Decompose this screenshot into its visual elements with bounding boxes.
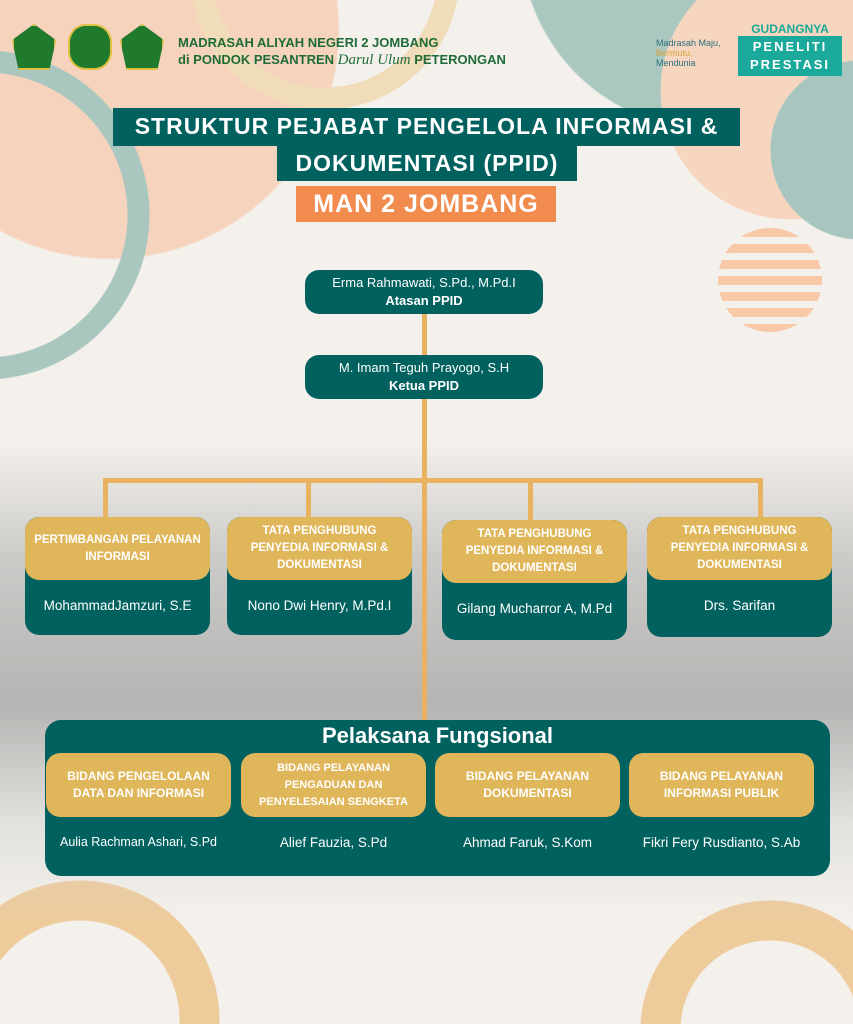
school-location: di PONDOK PESANTREN Darul Ulum PETERONGA… (178, 52, 506, 69)
unit-role: TATA PENGHUBUNG PENYEDIA INFORMASI & DOK… (647, 517, 832, 580)
unit-card: PERTIMBANGAN PELAYANAN INFORMASI Mohammad… (25, 517, 210, 635)
tagline: Madrasah Maju, Bermutu, Mendunia (656, 38, 721, 68)
connector (422, 313, 427, 725)
pelaksana-name: Aulia Rachman Ashari, S.Pd (59, 835, 218, 849)
school-name: MADRASAH ALIYAH NEGERI 2 JOMBANG (178, 35, 439, 50)
person-role: Ketua PPID (388, 378, 460, 393)
tagline-line: Mendunia (656, 58, 696, 68)
person-name: Erma Rahmawati, S.Pd., M.Pd.I (332, 275, 516, 290)
panel-title: Pelaksana Fungsional (321, 723, 554, 748)
pelaksana-role: BIDANG PENGELOLAAN DATA DAN INFORMASI (46, 753, 231, 817)
pelaksana-card: BIDANG PENGELOLAAN DATA DAN INFORMASI Aul… (46, 753, 231, 873)
pelaksana-name: Ahmad Faruk, S.Kom (462, 834, 593, 850)
badge-text: PENELITI (752, 39, 828, 54)
badge-text: GUDANGNYA (751, 22, 829, 36)
badge-text: PRESTASI (749, 57, 831, 72)
person-name: M. Imam Teguh Prayogo, S.H (338, 360, 510, 375)
ketua-ppid-node: M. Imam Teguh Prayogo, S.H Ketua PPID (305, 355, 543, 399)
unit-role: TATA PENGHUBUNG PENYEDIA INFORMASI & DOK… (442, 520, 627, 583)
unit-card: TATA PENGHUBUNG PENYEDIA INFORMASI & DOK… (442, 520, 627, 640)
page-title-line2: DOKUMENTASI (PPID) (277, 145, 577, 181)
unit-name: Gilang Mucharror A, M.Pd (456, 600, 613, 616)
location-name: Darul Ulum (337, 52, 411, 68)
unit-card: TATA PENGHUBUNG PENYEDIA INFORMASI & DOK… (227, 517, 412, 635)
unit-name: Nono Dwi Henry, M.Pd.I (247, 597, 392, 613)
pelaksana-role: BIDANG PELAYANAN DOKUMENTASI (435, 753, 620, 817)
location-suffix: PETERONGAN (414, 52, 506, 67)
unit-card: TATA PENGHUBUNG PENYEDIA INFORMASI & DOK… (647, 517, 832, 637)
person-role: Atasan PPID (385, 293, 463, 308)
pelaksana-name: Alief Fauzia, S.Pd (279, 834, 388, 850)
tagline-line: Madrasah Maju, (656, 38, 721, 48)
decor-striped-circle (718, 228, 822, 332)
school-logo (68, 24, 112, 70)
tagline-line: Bermutu, (656, 48, 693, 58)
atasan-ppid-node: Erma Rahmawati, S.Pd., M.Pd.I Atasan PPI… (305, 270, 543, 314)
unit-role: TATA PENGHUBUNG PENYEDIA INFORMASI & DOK… (227, 517, 412, 580)
connector (758, 478, 763, 520)
unit-name: Drs. Sarifan (703, 597, 776, 613)
peneliti-badge: GUDANGNYA PENELITI PRESTASI (738, 22, 842, 76)
unit-role: PERTIMBANGAN PELAYANAN INFORMASI (25, 517, 210, 580)
connector (103, 478, 108, 520)
pelaksana-card: BIDANG PELAYANAN INFORMASI PUBLIK Fikri F… (629, 753, 814, 873)
pelaksana-role: BIDANG PELAYANAN PENGADUAN DAN PENYELESA… (241, 753, 426, 817)
connector (103, 478, 763, 483)
location-prefix: di PONDOK PESANTREN (178, 52, 335, 67)
page-title-line1: STRUKTUR PEJABAT PENGELOLA INFORMASI & (113, 108, 740, 146)
pelaksana-role: BIDANG PELAYANAN INFORMASI PUBLIK (629, 753, 814, 817)
connector (528, 478, 533, 520)
unit-name: MohammadJamzuri, S.E (43, 597, 192, 613)
connector (306, 478, 311, 520)
badge-box: PENELITI PRESTASI (738, 36, 842, 76)
page-subtitle: MAN 2 JOMBANG (296, 186, 556, 222)
pelaksana-name: Fikri Fery Rusdianto, S.Ab (642, 834, 801, 850)
pelaksana-card: BIDANG PELAYANAN DOKUMENTASI Ahmad Faruk,… (435, 753, 620, 873)
pelaksana-card: BIDANG PELAYANAN PENGADUAN DAN PENYELESA… (241, 753, 426, 873)
